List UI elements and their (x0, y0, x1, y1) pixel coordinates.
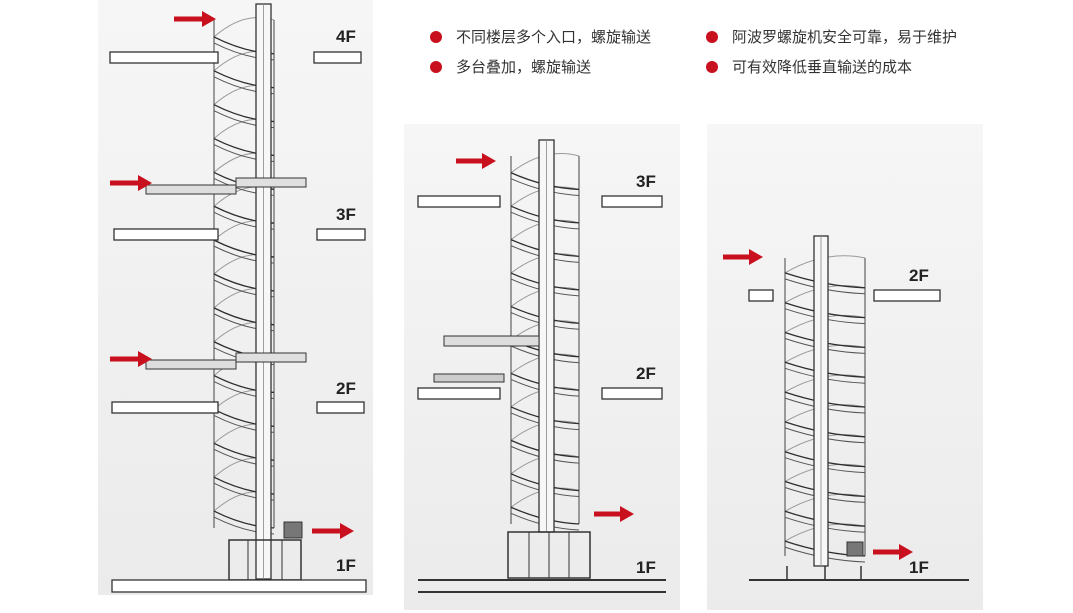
right-arrow-icon (110, 175, 152, 191)
floor-label: 1F (636, 558, 656, 577)
spiral-diagram-2f: 2F 1F (707, 124, 983, 610)
support-frame (786, 541, 864, 580)
ground-line (111, 579, 367, 593)
floor-label: 2F (909, 266, 929, 285)
floor-label: 1F (909, 558, 929, 577)
floor-label: 2F (636, 364, 656, 383)
spiral-diagram-2f-drawing: 2F 1F (723, 235, 969, 581)
spiral-diagram-3f-drawing: 3F 2F 1F (417, 139, 666, 593)
bullet-dot-icon (706, 60, 718, 73)
entry-conveyor (145, 359, 237, 370)
mezzanine-floor (748, 289, 941, 302)
entry-conveyor (443, 335, 540, 347)
feature-text: 阿波罗螺旋机安全可靠，易于维护 (732, 29, 958, 46)
feature-text: 可有效降低垂直输送的成本 (732, 59, 913, 76)
bullet-dot-icon (430, 30, 442, 43)
spiral-diagram-3f: 3F 2F 1F (404, 124, 680, 610)
spiral-diagram-4f-drawing: 4F 3F 2F 1F (109, 3, 367, 593)
support-frame (228, 521, 303, 581)
mezzanine-floor (417, 195, 663, 400)
feature-item: 不同楼层多个入口，螺旋输送 (430, 26, 651, 47)
bullet-dot-icon (430, 60, 442, 73)
floor-label: 3F (336, 205, 356, 224)
entry-conveyor (145, 184, 237, 195)
floor-label: 1F (336, 556, 356, 575)
feature-text: 多台叠加，螺旋输送 (456, 59, 592, 76)
floor-label: 3F (636, 172, 656, 191)
spiral-diagram-4f: 4F 3F 2F 1F (98, 0, 373, 595)
right-arrow-icon (723, 249, 763, 265)
feature-item: 阿波罗螺旋机安全可靠，易于维护 (706, 26, 957, 47)
feature-text: 不同楼层多个入口，螺旋输送 (456, 29, 652, 46)
bullet-dot-icon (706, 30, 718, 43)
floor-label: 2F (336, 379, 356, 398)
right-arrow-icon (456, 153, 496, 169)
right-arrow-icon (594, 506, 634, 522)
mezzanine-floor (109, 51, 366, 414)
feature-item: 可有效降低垂直输送的成本 (706, 56, 912, 77)
support-frame (507, 531, 591, 579)
right-arrow-icon (174, 11, 216, 27)
floor-label: 4F (336, 27, 356, 46)
right-arrow-icon (312, 523, 354, 539)
right-arrow-icon (873, 544, 913, 560)
right-arrow-icon (110, 351, 152, 367)
feature-item: 多台叠加，螺旋输送 (430, 56, 591, 77)
